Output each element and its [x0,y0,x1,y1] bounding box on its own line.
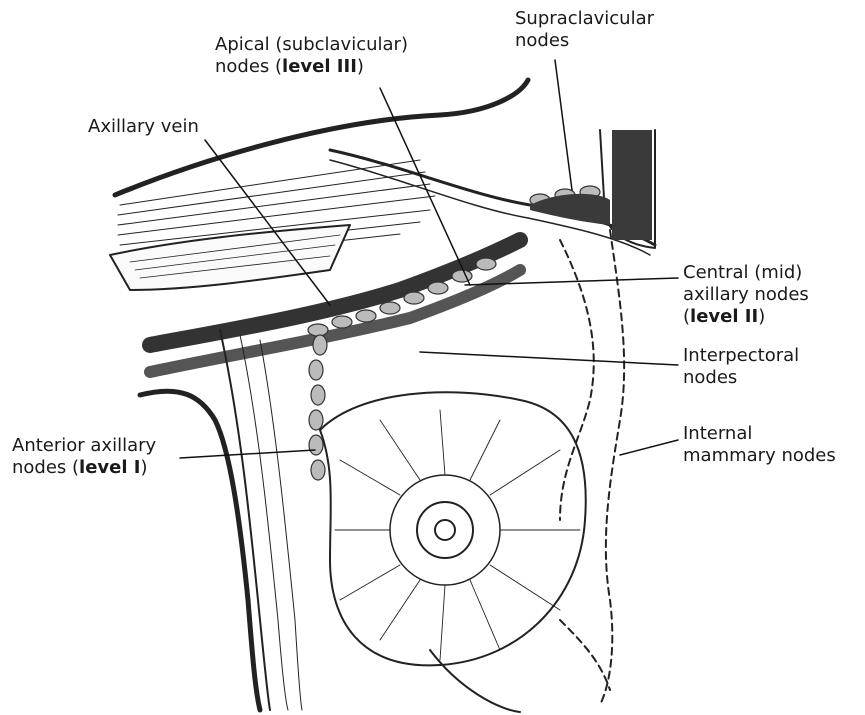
label-axillary-vein-line1: Axillary vein [88,116,199,138]
clavicle [330,150,655,245]
label-axillary-vein: Axillary vein [88,116,199,138]
label-central-line2: axillary nodes [683,284,809,306]
breast-ducts [335,410,580,660]
label-internal-mammary-line1: Internal [683,423,836,445]
label-central-line3: (level II) [683,306,809,328]
label-anterior-axillary: Anterior axillary nodes (level I) [12,435,156,479]
breast-contour [320,392,586,665]
label-internal-mammary: Internal mammary nodes [683,423,836,467]
label-interpectoral-line2: nodes [683,367,799,389]
label-central-line1: Central (mid) [683,262,809,284]
label-supraclavicular-line2: nodes [515,30,654,52]
label-supraclavicular-line1: Supraclavicular [515,8,654,30]
label-anterior-axillary-line1: Anterior axillary [12,435,156,457]
label-interpectoral-line1: Interpectoral [683,345,799,367]
label-apical-line2: nodes (level III) [215,56,408,78]
label-interpectoral: Interpectoral nodes [683,345,799,389]
label-anterior-axillary-line2: nodes (level I) [12,457,156,479]
label-apical: Apical (subclavicular) nodes (level III) [215,34,408,78]
label-supraclavicular: Supraclavicular nodes [515,8,654,52]
arm-contour [140,391,260,710]
internal-mammary-chain [600,230,624,705]
label-central: Central (mid) axillary nodes (level II) [683,262,809,328]
label-apical-line1: Apical (subclavicular) [215,34,408,56]
label-internal-mammary-line2: mammary nodes [683,445,836,467]
